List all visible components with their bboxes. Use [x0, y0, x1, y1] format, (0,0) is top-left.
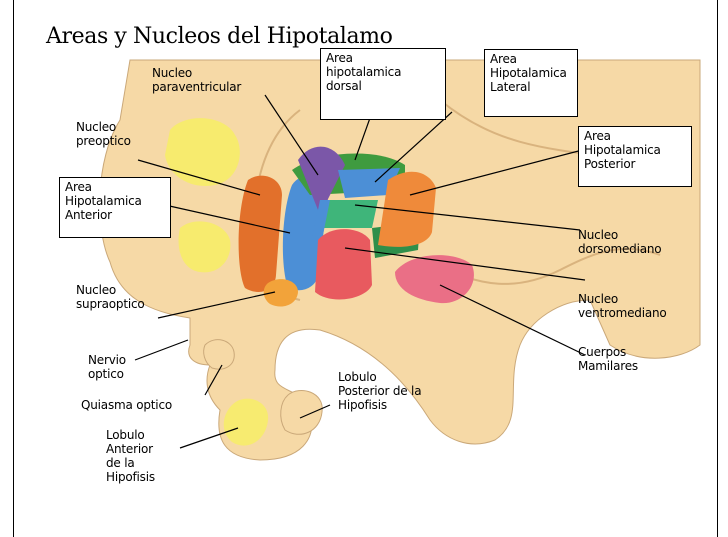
label-cuerpos: Cuerpos Mamilares [578, 345, 638, 373]
green-mid-shape [322, 200, 378, 228]
label-dorsomediano: Nucleo dorsomediano [578, 228, 661, 256]
anterior-area-shape [239, 176, 282, 292]
label-nervio: Nervio optico [88, 353, 126, 381]
label-lateral: Area Hipotalamica Lateral [484, 49, 578, 117]
ventromedial-shape [315, 229, 372, 299]
label-posterior: Area Hipotalamica Posterior [578, 126, 692, 187]
page-title: Areas y Nucleos del Hipotalamo [46, 24, 392, 49]
posterior-pituitary [281, 390, 323, 434]
label-supraoptico: Nucleo supraoptico [76, 283, 145, 311]
label-ventromediano: Nucleo ventromediano [578, 292, 667, 320]
leader-nervio [135, 340, 188, 360]
label-preoptico: Nucleo preoptico [76, 120, 131, 148]
label-lobulo-posterior: Lobulo Posterior de la Hipofisis [338, 370, 421, 412]
label-dorsal: Area hipotalamica dorsal [320, 48, 446, 120]
label-lobulo-anterior: Lobulo Anterior de la Hipofisis [106, 428, 155, 484]
label-paraventricular: Nucleo paraventricular [152, 66, 241, 94]
optic-chiasm [204, 340, 235, 369]
label-anterior: Area Hipotalamica Anterior [59, 177, 171, 238]
label-quiasma: Quiasma optico [81, 398, 172, 412]
